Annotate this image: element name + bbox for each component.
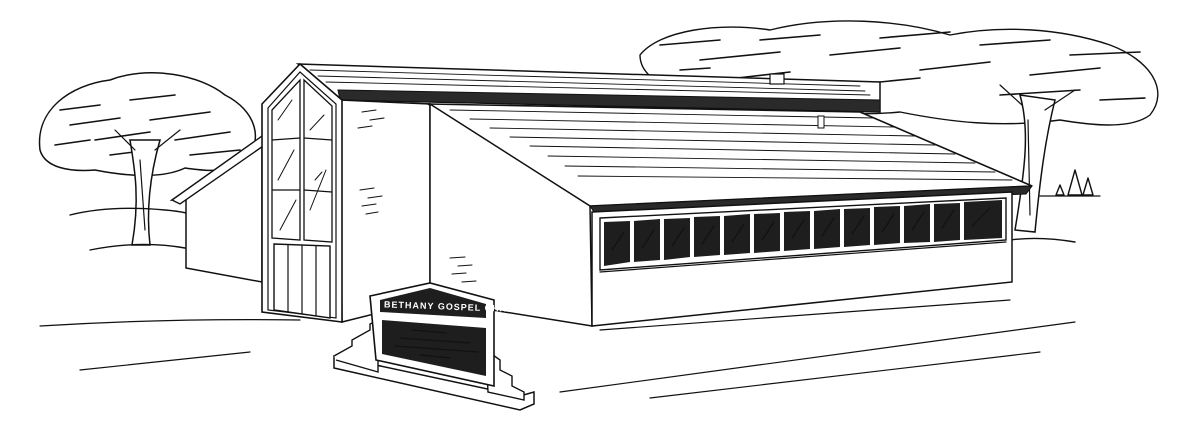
front-wing (425, 102, 1034, 327)
ground-lines (39, 299, 1076, 399)
church-sign: BETHANY GOSPEL CHAPEL (333, 282, 535, 411)
main-upper-roof (295, 63, 881, 113)
left-wing (169, 134, 267, 283)
entrance-tower (261, 62, 343, 323)
